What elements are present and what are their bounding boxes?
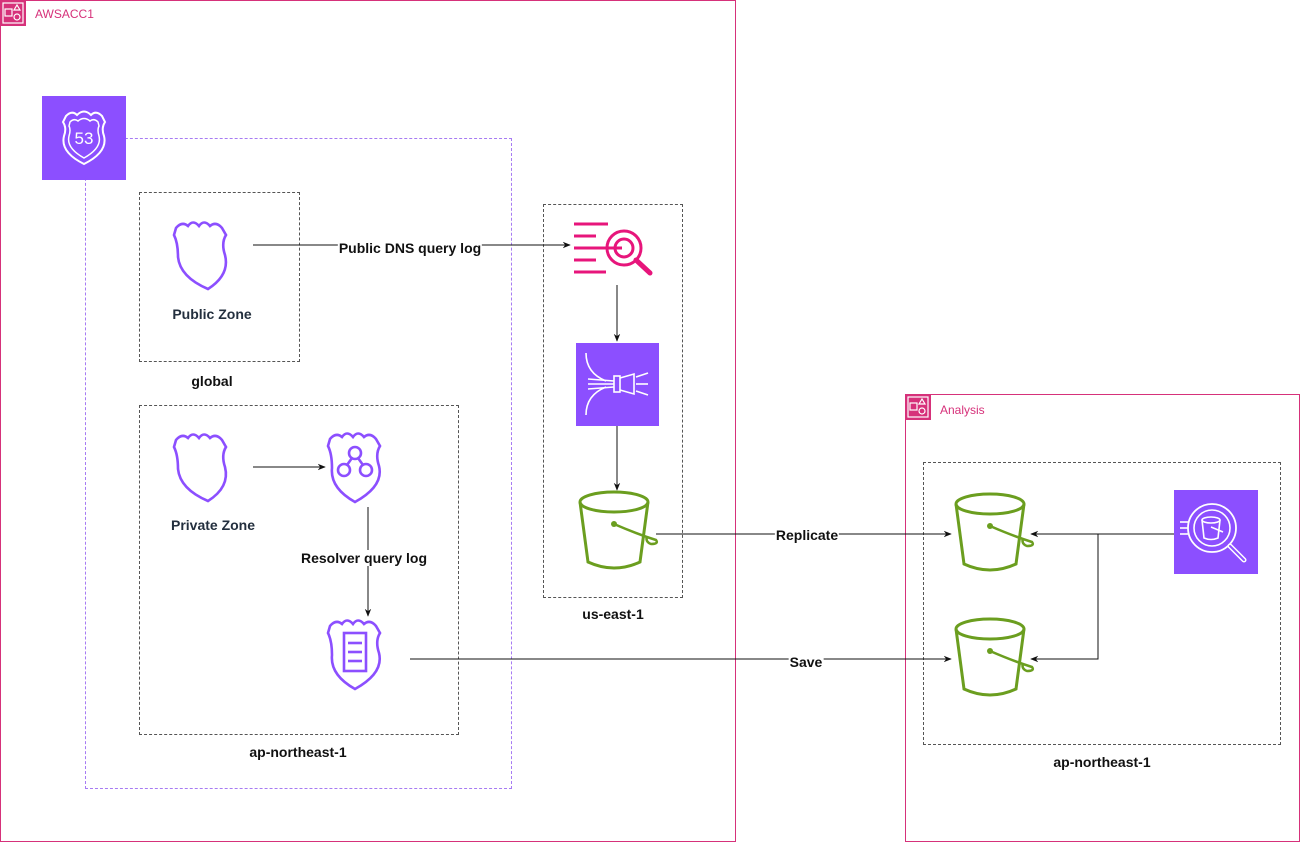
route53-icon-text: 53 <box>75 129 94 148</box>
group-global <box>139 192 300 362</box>
route53-icon[interactable]: 53 <box>42 96 126 180</box>
kinesis-firehose-icon[interactable] <box>576 343 659 426</box>
edge-label-public-dns-query-log: Public DNS query log <box>337 240 483 256</box>
public-zone-label: Public Zone <box>172 306 252 322</box>
hosted-zone-icon[interactable] <box>166 212 256 302</box>
group-label-us-east-1: us-east-1 <box>582 606 644 622</box>
edge-label-save: Save <box>788 654 824 670</box>
group-us-east-1 <box>543 204 683 598</box>
s3-bucket-icon[interactable] <box>577 488 661 574</box>
group-label-ap-northeast-1: ap-northeast-1 <box>1053 754 1151 770</box>
group-ap-northeast-1-right <box>923 462 1281 745</box>
route53-resolver-icon[interactable] <box>326 424 416 514</box>
edge-label-resolver-query-log: Resolver query log <box>299 550 429 566</box>
aws-account-icon <box>0 0 26 26</box>
s3-bucket-icon[interactable] <box>953 615 1037 701</box>
group-label-ap-northeast-1: ap-northeast-1 <box>249 744 347 760</box>
private-zone-label: Private Zone <box>170 517 256 533</box>
edge-athena-to-saved <box>1030 534 1099 663</box>
hosted-zone-icon[interactable] <box>166 424 256 514</box>
athena-query-icon[interactable] <box>1174 490 1258 574</box>
resolver-query-logging-icon[interactable] <box>326 618 416 708</box>
s3-bucket-icon[interactable] <box>953 490 1037 576</box>
route53-group <box>85 138 512 789</box>
group-ap-northeast-1-left <box>139 405 459 735</box>
edge-label-replicate: Replicate <box>774 527 840 543</box>
account-title: AWSACC1 <box>35 7 94 21</box>
group-label-global: global <box>191 373 233 389</box>
cloudwatch-logs-icon[interactable] <box>572 220 662 290</box>
account-title: Analysis <box>940 403 985 417</box>
aws-account-icon <box>905 394 931 420</box>
